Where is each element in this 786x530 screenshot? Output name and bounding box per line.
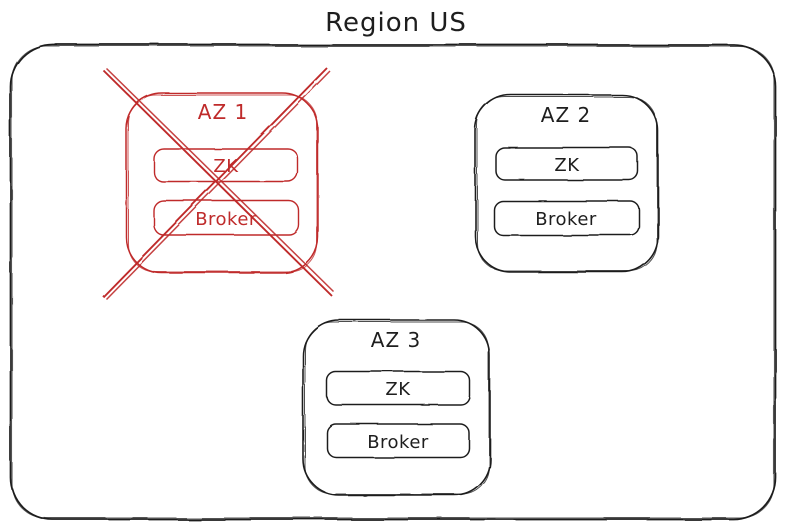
zone-az1-zk-box bbox=[153, 148, 299, 183]
zone-az3-zk-box bbox=[326, 371, 471, 406]
zone-az3-broker-label: Broker bbox=[367, 432, 429, 453]
zone-az2-zk-box bbox=[495, 147, 639, 181]
zone-az1-broker-box bbox=[153, 200, 300, 236]
zone-az2-box bbox=[474, 94, 659, 273]
zone-az3-zk-label: ZK bbox=[385, 379, 411, 400]
zone-az1-zk-label: ZK bbox=[213, 156, 239, 177]
zone-az2-broker-label: Broker bbox=[535, 209, 597, 230]
zone-az2-zk-label: ZK bbox=[554, 155, 580, 176]
zone-az1-box bbox=[125, 92, 319, 274]
zone-az1-cross-out bbox=[102, 67, 335, 300]
region-title: Region US bbox=[325, 8, 467, 38]
zone-az3-box bbox=[302, 319, 491, 496]
region-box bbox=[9, 43, 777, 521]
zone-az2: AZ 2 ZK Broker bbox=[474, 94, 659, 273]
zone-az3-broker-box bbox=[326, 423, 470, 458]
zone-az2-broker-box bbox=[493, 200, 640, 236]
zone-az3-label: AZ 3 bbox=[371, 328, 421, 352]
zone-az3: AZ 3 ZK Broker bbox=[302, 319, 491, 496]
zone-az1-broker-label: Broker bbox=[195, 209, 257, 230]
zone-az2-label: AZ 2 bbox=[541, 103, 591, 127]
zone-az1-label: AZ 1 bbox=[198, 100, 248, 124]
zone-az1: AZ 1 ZK Broker bbox=[102, 67, 335, 300]
